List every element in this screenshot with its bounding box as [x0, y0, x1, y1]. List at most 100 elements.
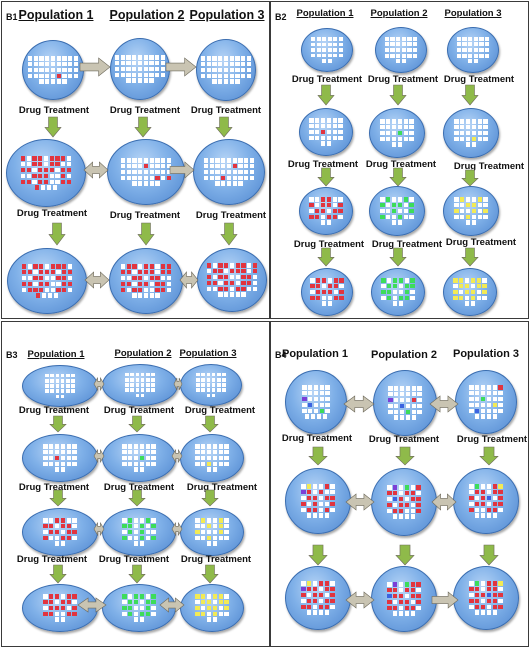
sensitive-cell	[43, 444, 48, 449]
arrow-shape	[49, 415, 67, 433]
sensitive-cell	[62, 73, 67, 78]
cell-row	[384, 53, 418, 58]
cell-row	[215, 181, 243, 186]
resistant-cell	[132, 264, 137, 269]
cell-cluster	[286, 567, 350, 629]
resistant-cell	[218, 529, 223, 535]
sensitive-cell	[224, 535, 229, 540]
arrow-shape	[137, 222, 155, 246]
resistant-cell	[416, 582, 421, 587]
sensitive-cell	[218, 292, 223, 297]
sensitive-cell	[62, 62, 67, 67]
resistant-cell	[120, 281, 125, 286]
cell-row	[200, 67, 252, 73]
cell-cluster	[286, 371, 346, 433]
sensitive-cell	[318, 610, 323, 615]
sensitive-cell	[60, 384, 65, 388]
cell-row	[122, 455, 156, 461]
cell-row	[43, 611, 77, 616]
sensitive-cell	[311, 48, 316, 52]
treatment-arrow-down	[395, 544, 415, 566]
sensitive-cell	[196, 378, 200, 382]
sensitive-cell	[471, 197, 476, 202]
sensitive-cell	[454, 130, 459, 136]
transfer-arrow-double	[77, 597, 107, 613]
sensitive-cell	[203, 164, 208, 169]
sensitive-cell	[125, 388, 129, 392]
sensitive-cell	[456, 42, 461, 47]
sensitive-cell	[126, 66, 131, 72]
sensitive-cell	[318, 507, 323, 512]
resistant-cell	[399, 497, 404, 502]
sensitive-cell	[66, 450, 71, 455]
sensitive-cell	[26, 173, 31, 178]
population-circle	[102, 364, 178, 406]
sensitive-cell	[138, 264, 143, 269]
sensitive-cell	[321, 141, 326, 146]
sensitive-cell	[319, 397, 324, 402]
sensitive-cell	[161, 66, 166, 72]
treatment-arrow-down	[308, 544, 328, 566]
resistant-cell	[66, 535, 71, 540]
resistant-cell	[33, 287, 38, 292]
sensitive-cell	[140, 388, 145, 392]
resistant-cell	[206, 275, 211, 280]
population-circle	[369, 186, 425, 236]
sensitive-cell	[128, 461, 133, 466]
cell-row	[311, 53, 343, 58]
sensitive-cell	[132, 61, 137, 66]
resistant-cell	[145, 605, 150, 611]
arrow-shape	[134, 116, 152, 138]
arrow-shape	[345, 493, 375, 511]
sensitive-cell	[411, 403, 416, 408]
sensitive-cell	[139, 600, 144, 605]
sensitive-cell	[55, 600, 60, 605]
sensitive-cell	[469, 490, 474, 495]
sensitive-cell	[167, 276, 172, 281]
arrow-shape	[389, 167, 407, 187]
sensitive-cell	[307, 501, 312, 506]
sensitive-cell	[399, 491, 404, 496]
sensitive-cell	[50, 62, 56, 67]
sensitive-cell	[307, 593, 312, 598]
resistant-cell	[151, 600, 156, 605]
resistant-cell	[56, 73, 61, 78]
drug-treatment-label: Drug Treatment	[190, 105, 262, 116]
sensitive-cell	[120, 264, 125, 269]
sensitive-cell	[485, 42, 490, 47]
resistant-cell	[399, 502, 404, 507]
cell-row	[206, 393, 216, 398]
sensitive-cell	[309, 124, 314, 129]
sensitive-cell	[476, 295, 481, 300]
resistant-cell	[481, 593, 486, 598]
sensitive-cell	[212, 444, 217, 449]
sensitive-cell	[72, 461, 77, 466]
sensitive-cell	[200, 67, 205, 73]
sensitive-cell	[66, 518, 71, 523]
population-circle	[22, 508, 98, 556]
sensitive-cell	[155, 72, 160, 77]
cell-row	[301, 593, 335, 598]
population-circle	[285, 566, 351, 630]
resistant-cell	[155, 287, 160, 292]
arrow-shape	[77, 597, 107, 613]
sensitive-cell	[149, 72, 154, 77]
resistant-cell	[482, 289, 487, 295]
cell-row	[122, 611, 156, 616]
sensitive-cell	[55, 541, 60, 546]
sensitive-cell	[454, 125, 459, 130]
sensitive-cell	[482, 295, 487, 300]
sensitive-cell	[401, 47, 406, 53]
resistant-cell	[392, 203, 397, 208]
arrow-shape	[317, 84, 335, 106]
cell-cluster	[198, 249, 266, 311]
cell-row	[206, 275, 258, 280]
resistant-cell	[68, 281, 73, 286]
cell-row	[195, 444, 229, 449]
resistant-cell	[72, 611, 77, 616]
cell-row	[301, 507, 335, 512]
sensitive-cell	[212, 524, 217, 529]
sensitive-cell	[151, 518, 156, 523]
sensitive-cell	[486, 610, 491, 615]
sensitive-cell	[404, 497, 409, 502]
